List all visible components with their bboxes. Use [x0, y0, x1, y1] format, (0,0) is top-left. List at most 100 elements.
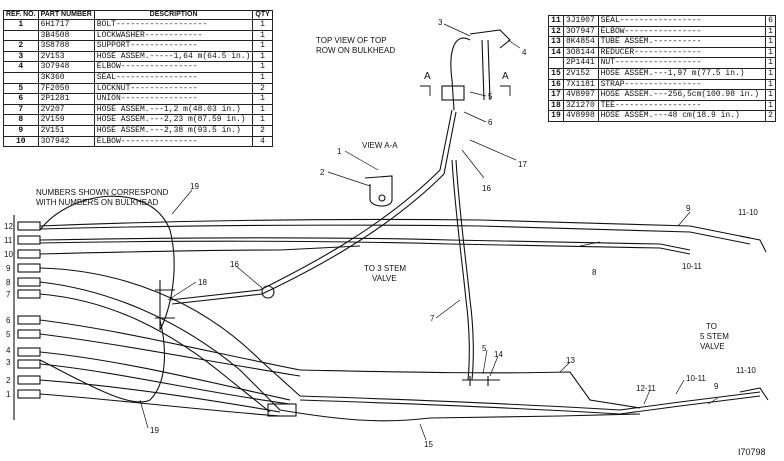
description-cell: SEAL----------------- — [93, 71, 254, 84]
ref-cell: 3 — [3, 50, 39, 63]
callout-16: 16 — [482, 184, 491, 193]
to-3-stem-label: TO 3 STEM — [364, 264, 407, 273]
description-cell: HOSE ASSEM.---2,38 m(93.5 in.) — [93, 124, 254, 137]
bulkhead-num-8: 8 — [6, 278, 11, 287]
part-number-cell: 3O7947 — [562, 25, 599, 38]
callout-8: 8 — [592, 268, 597, 277]
bulkhead-num-9: 9 — [6, 264, 11, 273]
hose-bundle-8 — [39, 379, 281, 413]
to-3-stem-label-2: VALVE — [372, 274, 397, 283]
callout-3: 3 — [438, 18, 443, 27]
description-cell: HOSE ASSEM.---2,23 m(87.59 in.) — [93, 114, 254, 126]
hose-9-upper-b — [39, 224, 751, 245]
hose-7-b — [455, 159, 474, 381]
hose-bundle-7 — [39, 363, 291, 405]
qty-cell: 1 — [252, 114, 273, 126]
callout-5b: 5 — [482, 344, 487, 353]
description-cell: ELBOW---------------- — [93, 61, 254, 73]
description-cell: SUPPORT-------------- — [93, 40, 254, 52]
part-number-cell: 8K4854 — [562, 36, 599, 48]
hose-bundle-3 — [39, 293, 271, 413]
part-number-cell: 2V207 — [37, 103, 95, 116]
hose-15 — [279, 409, 641, 422]
hose-19-upper — [39, 195, 175, 331]
hose-9-lower — [299, 391, 761, 411]
view-aa-label: VIEW A-A — [362, 141, 398, 150]
ref-cell — [3, 71, 39, 84]
part-number-cell: 3K360 — [37, 71, 95, 84]
description-cell: HOSE ASSEM.---48 cm(18.9 in.) — [597, 110, 766, 122]
callout-7: 7 — [430, 314, 435, 323]
callout-19: 19 — [190, 182, 199, 191]
callout-1: 1 — [337, 147, 342, 156]
hose-bundle-1 — [39, 267, 301, 397]
description-cell: HOSE ASSEM.---256,5cm(100.98 in.) — [597, 89, 766, 101]
description-cell: ELBOW---------------- — [597, 25, 766, 38]
callout-11-10: 11-10 — [738, 208, 758, 217]
qty-cell: 4 — [252, 135, 273, 148]
bulkhead-num-6: 6 — [6, 316, 11, 325]
qty-cell: 2 — [252, 82, 273, 95]
ref-cell: 9 — [3, 124, 39, 137]
part-number-cell: 2P1441 — [562, 57, 599, 69]
bulkhead-num-10: 10 — [4, 250, 13, 259]
part-number-cell: 3S8788 — [37, 40, 95, 52]
callout-12-11: 12-11 — [636, 384, 656, 393]
numbers-note: NUMBERS SHOWN CORRESPOND — [36, 188, 169, 197]
qty-cell: 1 — [764, 78, 777, 91]
callout-15: 15 — [424, 440, 433, 449]
hose-13 — [299, 369, 641, 409]
part-number-cell: 2V152 — [562, 67, 599, 80]
ref-cell: 16 — [548, 78, 564, 91]
part-number-cell: 2V159 — [37, 114, 95, 126]
part-number-cell: 3B4508 — [37, 29, 95, 42]
bulkhead-fittings — [17, 221, 41, 399]
top-view-label-2: ROW ON BULKHEAD — [316, 46, 396, 55]
description-cell: NUT------------------ — [597, 57, 766, 69]
qty-cell: 1 — [252, 40, 273, 52]
callout-16b: 16 — [230, 260, 239, 269]
bulkhead-num-7: 7 — [6, 290, 11, 299]
part-number-cell: 3J1907 — [562, 15, 599, 27]
part-number-cell: 3O8144 — [562, 46, 599, 59]
description-cell: REDUCER-------------- — [597, 46, 766, 59]
to-5-stem-label: TO — [706, 322, 717, 331]
hose-5-vert — [481, 39, 491, 101]
ref-cell: 14 — [548, 46, 564, 59]
table-header-row: REF. NO. PART NUMBER DESCRIPTION QTY — [3, 10, 273, 20]
ref-cell: 4 — [3, 61, 39, 73]
hose-19-lower — [39, 319, 165, 403]
qty-cell: 1 — [764, 99, 777, 112]
callout-19b: 19 — [150, 426, 159, 435]
bulkhead-num-2: 2 — [6, 376, 11, 385]
hose-7 — [451, 159, 470, 381]
description-cell: TEE------------------ — [597, 99, 766, 112]
callout-14: 14 — [494, 350, 503, 359]
ref-cell — [3, 29, 39, 42]
support-bracket-2 — [364, 175, 393, 207]
description-cell: TUBE ASSEM.---------- — [597, 36, 766, 48]
ref-cell: 2 — [3, 40, 39, 52]
part-number-cell: 2V151 — [37, 124, 95, 137]
part-number-cell: 2V153 — [37, 50, 95, 63]
callout-10-11b: 10-11 — [686, 374, 706, 383]
right-elbow-lower — [739, 387, 769, 401]
section-line-aa — [420, 85, 511, 96]
hose-upper-run — [39, 245, 361, 255]
callout-17: 17 — [518, 160, 527, 169]
part-number-cell: 6H1717 — [37, 19, 95, 31]
description-cell: HOSE ASSEM.---1,97 m(77.5 in.) — [597, 67, 766, 80]
numbers-note-2: WITH NUMBERS ON BULKHEAD — [36, 198, 159, 207]
hose-9-lower-b — [299, 395, 761, 415]
